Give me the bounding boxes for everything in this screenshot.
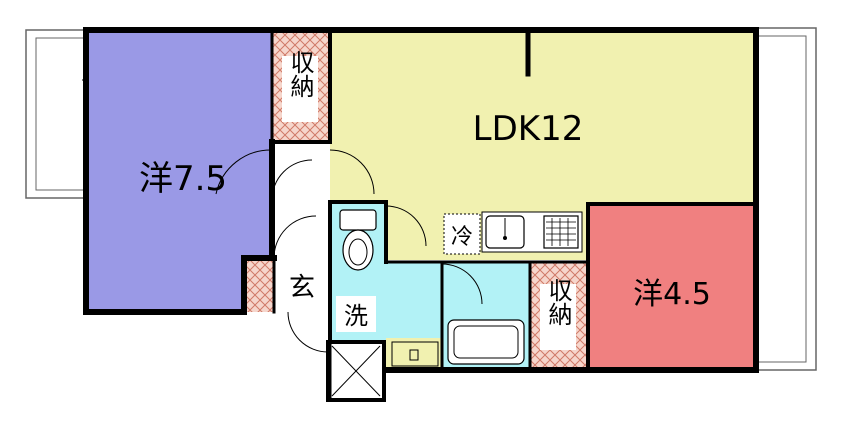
storage-middle-label: 収納 — [544, 278, 572, 326]
kitchen-sink-icon — [485, 215, 525, 249]
washbasin-icon — [391, 341, 439, 367]
room-label-western-small: 洋4.5 — [633, 277, 711, 312]
walls — [83, 27, 759, 400]
storage-top-label-box: 収納 — [282, 50, 318, 122]
room-label-western-large: 洋7.5 — [139, 159, 227, 199]
storage-top-label: 収納 — [286, 50, 314, 98]
balcony-left — [25, 29, 92, 199]
washer-space-icon — [326, 340, 386, 402]
fridge-label: 冷 — [451, 225, 473, 250]
door-swings — [215, 149, 696, 353]
entrance-step-tile — [244, 258, 274, 312]
storage-middle-label-box: 収納 — [540, 278, 576, 350]
toilet-icon — [339, 209, 377, 271]
washroom-label: 洗 — [344, 302, 368, 330]
balcony-right — [755, 27, 817, 371]
stove-icon — [543, 215, 579, 249]
kitchen-counter — [481, 211, 583, 253]
washroom-sink-area — [386, 338, 442, 370]
room-western-small — [588, 204, 756, 370]
washroom-label-box: 洗 — [336, 296, 376, 332]
entrance-label-box: 玄 — [282, 266, 322, 304]
fridge-space — [443, 213, 481, 255]
room-ldk — [330, 30, 756, 204]
room-label-ldk: LDK12 — [473, 109, 584, 149]
entrance-label: 玄 — [289, 273, 315, 303]
bathtub-icon — [447, 319, 525, 365]
